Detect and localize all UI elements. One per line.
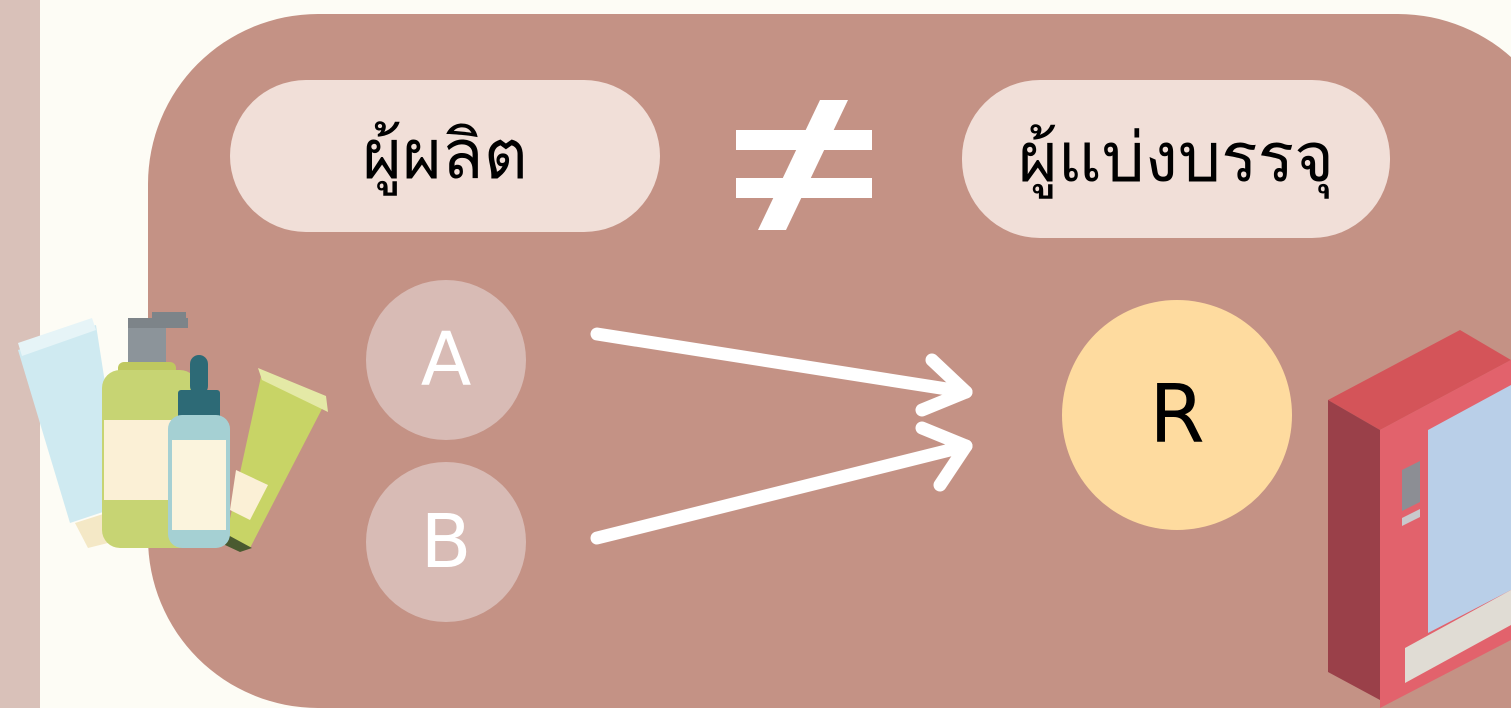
packager-r-label: R bbox=[1149, 368, 1205, 461]
packager-r-node: R bbox=[1062, 300, 1292, 530]
manufacturer-b-node: B bbox=[366, 462, 526, 622]
not-equal-icon bbox=[736, 100, 872, 230]
packager-label: ผู้แบ่งบรรจุ bbox=[962, 80, 1390, 238]
manufacturer-b-label: B bbox=[420, 499, 472, 585]
packager-label-text: ผู้แบ่งบรรจุ bbox=[1017, 119, 1335, 198]
manufacturer-a-label: A bbox=[420, 317, 472, 403]
producer-label: ผู้ผลิต bbox=[230, 80, 660, 232]
producer-label-text: ผู้ผลิต bbox=[362, 116, 528, 195]
cosmetic-products-icon bbox=[18, 312, 328, 552]
arrow-icon bbox=[590, 327, 973, 545]
manufacturer-a-node: A bbox=[366, 280, 526, 440]
vending-machine-icon bbox=[1328, 330, 1511, 708]
